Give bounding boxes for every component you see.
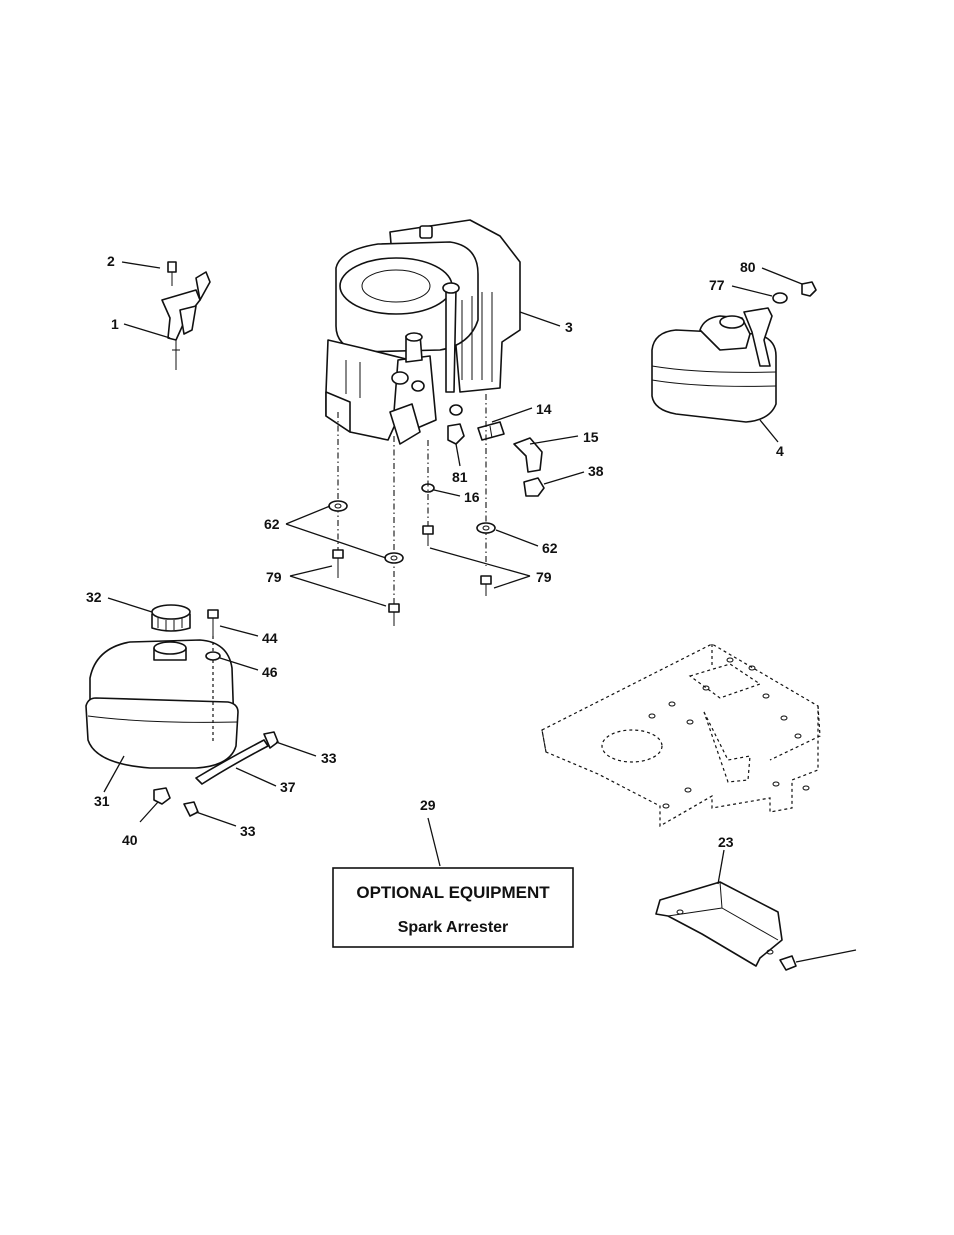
frame-icon <box>542 644 820 826</box>
callout-label: 62 <box>542 540 558 556</box>
callout-label: 4 <box>776 443 784 459</box>
washer-46-icon <box>206 652 220 660</box>
callout-81: 81 <box>452 444 468 485</box>
callout-16: 16 <box>434 489 480 505</box>
optional-equipment-title: OPTIONAL EQUIPMENT <box>356 883 550 902</box>
fuel-cap-icon <box>152 605 190 631</box>
callout-23: 23 <box>718 834 734 884</box>
callout-label: 15 <box>583 429 599 445</box>
callout-label: 62 <box>264 516 280 532</box>
callout-label: 32 <box>86 589 102 605</box>
engine-icon <box>326 220 520 444</box>
callout-32: 32 <box>86 589 152 612</box>
callout-37: 37 <box>236 768 296 795</box>
callout-79-left: 79 <box>266 566 386 606</box>
callout-2: 2 <box>107 253 160 269</box>
optional-equipment-box: OPTIONAL EQUIPMENT Spark Arrester <box>333 868 573 947</box>
callout-62-left: 62 <box>264 506 386 558</box>
callout-label: 29 <box>420 797 436 813</box>
callout-label: 1 <box>111 316 119 332</box>
callout-label: 31 <box>94 793 110 809</box>
callout-40: 40 <box>122 802 158 848</box>
muffler-icon <box>652 308 776 422</box>
callout-label: 38 <box>588 463 604 479</box>
callout-33-bottom: 33 <box>196 812 256 839</box>
callout-80: 80 <box>740 259 802 284</box>
callout-1: 1 <box>111 316 170 338</box>
callout-label: 37 <box>280 779 296 795</box>
callout-label: 79 <box>536 569 552 585</box>
callout-label: 44 <box>262 630 278 646</box>
nut-40-icon <box>154 788 170 804</box>
washer-62-icon <box>329 501 495 563</box>
washer-77-icon <box>773 293 787 303</box>
heat-shield-icon <box>656 882 856 970</box>
callout-15: 15 <box>530 429 599 445</box>
callout-62-right: 62 <box>496 530 558 556</box>
callout-3: 3 <box>520 312 573 335</box>
callout-label: 33 <box>240 823 256 839</box>
bolt-79-icon <box>333 526 491 626</box>
fitting-14-icon <box>478 422 504 440</box>
throttle-control-icon <box>162 262 210 370</box>
callout-29: 29 <box>420 797 440 866</box>
callout-33-top: 33 <box>276 742 337 766</box>
callout-label: 33 <box>321 750 337 766</box>
callout-label: 40 <box>122 832 138 848</box>
callout-31: 31 <box>94 756 124 809</box>
callout-77: 77 <box>709 277 772 296</box>
callout-label: 77 <box>709 277 725 293</box>
callout-label: 3 <box>565 319 573 335</box>
optional-equipment-subtitle: Spark Arrester <box>398 919 509 936</box>
callout-38: 38 <box>544 463 604 484</box>
callout-label: 46 <box>262 664 278 680</box>
callout-label: 79 <box>266 569 282 585</box>
callout-44: 44 <box>220 626 278 646</box>
callout-label: 14 <box>536 401 552 417</box>
callout-label: 23 <box>718 834 734 850</box>
nut-81-icon <box>448 424 464 444</box>
callout-label: 81 <box>452 469 468 485</box>
nut-80-icon <box>802 282 816 296</box>
callout-14: 14 <box>492 401 552 422</box>
callout-label: 2 <box>107 253 115 269</box>
nut-38-icon <box>524 478 544 496</box>
callout-4: 4 <box>760 420 784 459</box>
callout-label: 16 <box>464 489 480 505</box>
callout-label: 80 <box>740 259 756 275</box>
